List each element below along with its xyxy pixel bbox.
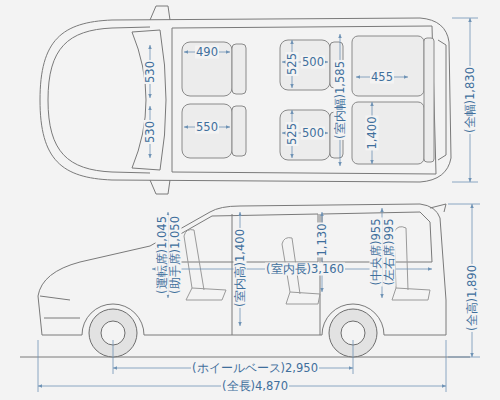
dimension-label: 1,400: [366, 116, 379, 151]
side-view-seat: [184, 230, 226, 300]
dimension-line: [448, 204, 480, 205]
dimension-label: 550: [195, 121, 219, 134]
dimension-line: [353, 340, 354, 374]
dimension-label: (全幅)1,830: [464, 66, 477, 134]
top-view-seat: [280, 110, 330, 160]
dimension-label: 500: [301, 56, 325, 69]
top-view-body: [48, 27, 150, 173]
dimension-label: 525: [286, 122, 299, 146]
top-view-body: [438, 40, 446, 160]
dimension-label: (左右席)995: [383, 218, 396, 287]
dimension-label: 500: [301, 127, 325, 140]
top-view-seat: [182, 42, 232, 96]
top-view-seat: [352, 102, 424, 164]
dimension-label: (中央席)955: [370, 218, 383, 287]
dimension-label: (全長)4,870: [221, 380, 289, 393]
dimension-label: (運転席)1,045: [156, 215, 169, 295]
top-view-seat: [182, 36, 434, 164]
top-view-body: [40, 18, 451, 182]
dimension-line: [446, 340, 447, 392]
top-view-seat: [424, 38, 434, 162]
dimension-label: 530: [144, 60, 157, 84]
wheel: [89, 309, 377, 357]
dimension-label: 1,130: [316, 223, 329, 258]
dimension-label: (室内長)3,160: [265, 263, 345, 276]
side-view-body: [40, 204, 446, 318]
dimension-label: (全高)1,890: [466, 264, 479, 332]
dimension-label: 455: [370, 71, 394, 84]
top-view-body: [172, 26, 436, 174]
top-view-body: [40, 6, 451, 194]
dimension-line: [113, 340, 114, 374]
top-view-seat: [182, 104, 232, 158]
top-view-seat: [232, 106, 246, 156]
top-view-body: [150, 6, 170, 194]
dimension-label: 525: [286, 52, 299, 76]
side-view-body: [20, 357, 470, 358]
top-view-seat: [280, 40, 330, 90]
top-view-seat: [352, 36, 424, 96]
top-view-body: [132, 30, 166, 170]
dimension-line: [38, 340, 39, 392]
top-view-seat: [232, 44, 246, 94]
dimension-line: [38, 204, 480, 392]
side-view-body: [20, 204, 470, 357]
dimension-line: [448, 357, 480, 358]
dimension-label: 530: [144, 120, 157, 144]
dimension-label: (助手席)1,050: [169, 215, 182, 295]
dimension-label: (ホイールベース)2,950: [191, 362, 319, 375]
dimension-line: [150, 18, 478, 182]
dimension-label: 490: [195, 46, 219, 59]
dimension-line: [452, 182, 478, 183]
dimension-line: [452, 18, 478, 19]
side-view-seat: [392, 227, 430, 300]
dimension-label: (室内幅)1,585: [334, 60, 347, 140]
dimension-label: (室内高)1,400: [234, 228, 247, 308]
